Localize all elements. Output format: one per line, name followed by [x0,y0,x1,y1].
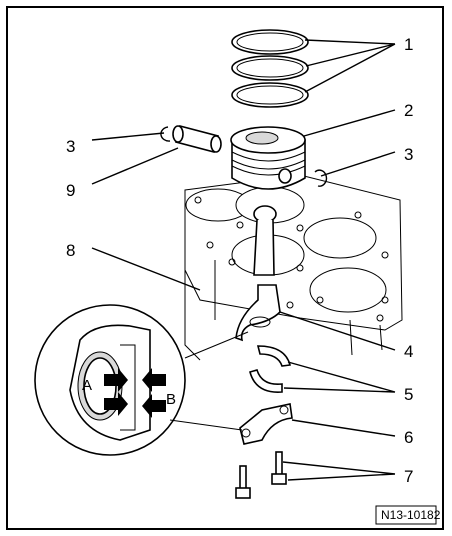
arrow-a-upper [104,368,128,392]
callout-5: 5 [404,385,413,404]
callout-4: 4 [404,342,413,361]
leader-lines [91,39,396,481]
piston-rings [231,29,309,108]
detail-label-b: B [166,391,176,408]
detail-circle [34,304,249,456]
connecting-rod [235,284,281,342]
bearing-shells [249,345,292,393]
circlips [160,126,328,187]
callout-8: 8 [66,241,75,260]
detail-label-a: A [82,377,92,394]
piston [230,126,306,190]
callout-3-left: 3 [66,137,75,156]
callout-3-right: 3 [404,145,413,164]
callout-6: 6 [404,428,413,447]
callout-1: 1 [404,35,413,54]
reference-code: N13-10182 [381,508,441,522]
callout-9: 9 [66,181,75,200]
con-rod-bolts [235,451,287,499]
piston-pin [172,125,222,153]
bearing-cap [239,403,293,445]
arrow-a-lower [104,392,128,416]
connecting-rod-in-block [253,205,277,276]
arrow-b-lower [142,394,166,418]
reference-box: N13-10182 [375,505,441,525]
arrow-b-upper [142,368,166,392]
callout-2: 2 [404,101,413,120]
callout-7: 7 [404,467,413,486]
cylinder-block [184,174,403,361]
